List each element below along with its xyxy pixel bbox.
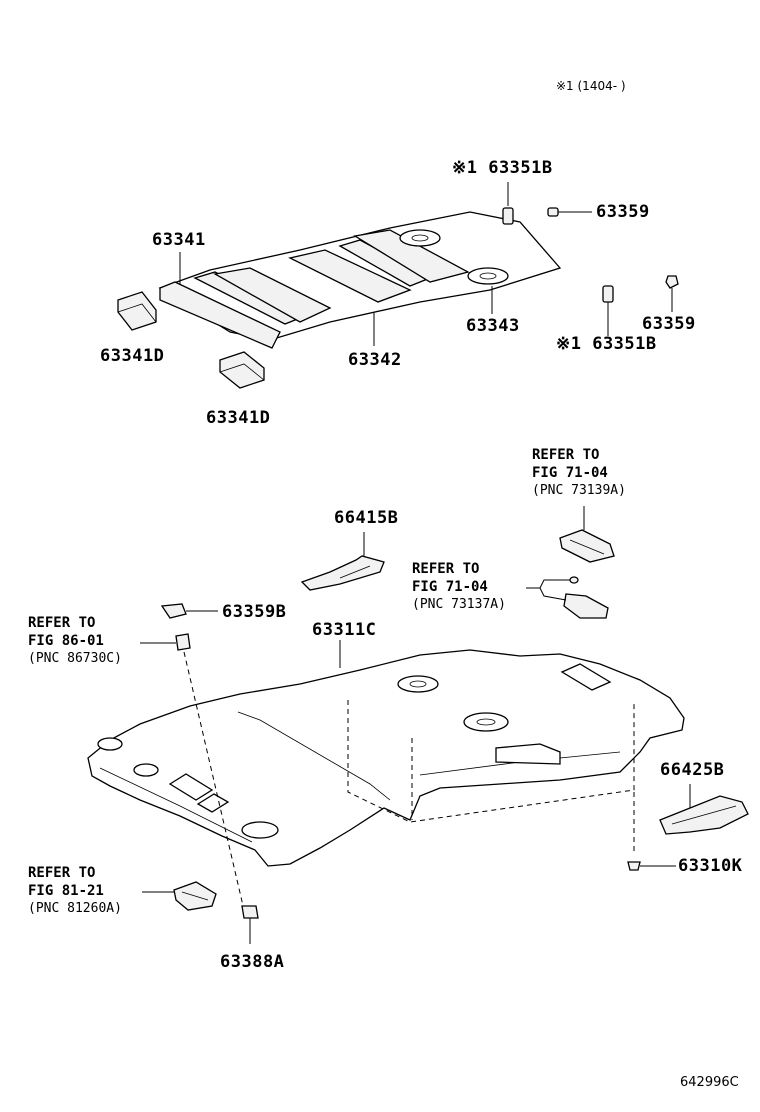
label-63343: 63343 <box>466 316 520 336</box>
ref-line2: FIG 71-04 <box>532 465 608 481</box>
label-63351B-top: ※1 63351B <box>452 158 553 178</box>
label-63388A: 63388A <box>220 952 285 972</box>
clip-63351B-right <box>602 285 614 303</box>
ref-fig-71-04-a: REFER TO FIG 71-04 (PNC 73139A) <box>532 448 626 497</box>
ref-line2: FIG 81-21 <box>28 883 104 899</box>
ref-line3: (PNC 86730C) <box>28 651 122 666</box>
ref-line3: (PNC 81260A) <box>28 901 122 916</box>
block-63341D-a <box>117 291 157 331</box>
ref-line1: REFER TO <box>532 447 600 463</box>
clip-63388A <box>241 905 259 919</box>
lamp-73137A <box>563 593 609 619</box>
label-66415B: 66415B <box>334 508 399 528</box>
headliner-63311C <box>87 649 685 867</box>
label-63359-top: 63359 <box>596 202 650 222</box>
strip-63341 <box>159 281 281 349</box>
label-63359-right: 63359 <box>642 314 696 334</box>
ref-fig-81-21: REFER TO FIG 81-21 (PNC 81260A) <box>28 866 122 915</box>
pad-63343 <box>467 267 509 285</box>
label-63351B-right: ※1 63351B <box>556 334 657 354</box>
clip-63359-right <box>665 275 679 289</box>
clip-86730C <box>175 633 191 651</box>
label-63341D-a: 63341D <box>100 346 165 366</box>
ref-fig-86-01: REFER TO FIG 86-01 (PNC 86730C) <box>28 616 122 665</box>
lamp-73139A <box>559 529 615 563</box>
clip-63351B-top <box>502 207 514 225</box>
label-63359B: 63359B <box>222 602 287 622</box>
ref-line2: FIG 71-04 <box>412 579 488 595</box>
label-63342: 63342 <box>348 350 402 370</box>
ref-line1: REFER TO <box>28 615 96 631</box>
clip-63359B <box>160 603 187 619</box>
label-66425B: 66425B <box>660 760 725 780</box>
header-note: ※1 (1404- ) <box>556 79 626 93</box>
ref-line1: REFER TO <box>28 865 96 881</box>
ref-fig-71-04-b: REFER TO FIG 71-04 (PNC 73137A) <box>412 562 506 611</box>
bracket-66415B <box>300 555 385 591</box>
footer-code: 642996C <box>680 1075 739 1090</box>
ref-line3: (PNC 73137A) <box>412 597 506 612</box>
pad-panel-63342 <box>158 211 562 349</box>
ref-line1: REFER TO <box>412 561 480 577</box>
ref-line2: FIG 86-01 <box>28 633 104 649</box>
label-63311C: 63311C <box>312 620 377 640</box>
label-63341D-b: 63341D <box>206 408 271 428</box>
label-63310K: 63310K <box>678 856 743 876</box>
label-63341: 63341 <box>152 230 206 250</box>
screw-63310K <box>627 861 641 871</box>
clip-63359-top <box>547 207 559 217</box>
ref-line3: (PNC 73139A) <box>532 483 626 498</box>
